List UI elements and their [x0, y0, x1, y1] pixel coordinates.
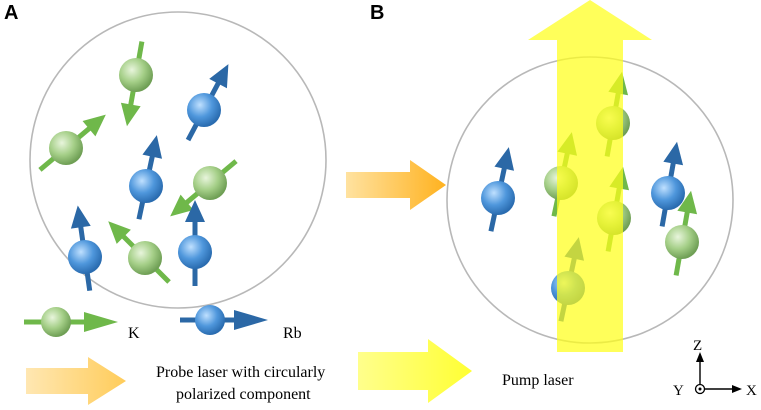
legend-probe-laser-arrow	[26, 357, 126, 405]
axis-z-label: Z	[693, 338, 702, 354]
axis-y-label: Y	[673, 383, 684, 399]
panel-a-label: A	[4, 2, 18, 24]
pump-laser-beam	[528, 0, 652, 352]
k-atom	[38, 114, 106, 172]
legend-probe-label-line2: polarized component	[176, 386, 311, 403]
rb-atom	[68, 205, 102, 292]
probe-laser-arrow	[346, 160, 446, 210]
legend-k-atom	[24, 307, 118, 337]
legend-pump-laser-arrow	[358, 339, 472, 403]
atoms-panel-a	[38, 41, 238, 292]
legend-rb-label: Rb	[283, 325, 302, 342]
legend-k-label: K	[128, 325, 140, 342]
rb-atom	[651, 141, 685, 227]
k-atom	[665, 190, 699, 276]
rb-atom	[129, 135, 163, 220]
k-atom	[170, 159, 238, 217]
vapor-cell-a	[29, 11, 327, 309]
rb-atom	[481, 147, 515, 232]
rb-atom	[178, 200, 212, 286]
legend-pump-label: Pump laser	[502, 372, 574, 389]
rb-atom	[185, 64, 229, 142]
panel-b-label: B	[370, 2, 384, 24]
k-atom	[119, 41, 153, 127]
axis-x-label: X	[746, 383, 757, 399]
k-atom	[108, 221, 171, 284]
coordinate-axes	[694, 352, 742, 395]
legend-rb-atom	[180, 305, 268, 335]
legend-probe-label-line1: Probe laser with circularly	[156, 364, 325, 381]
